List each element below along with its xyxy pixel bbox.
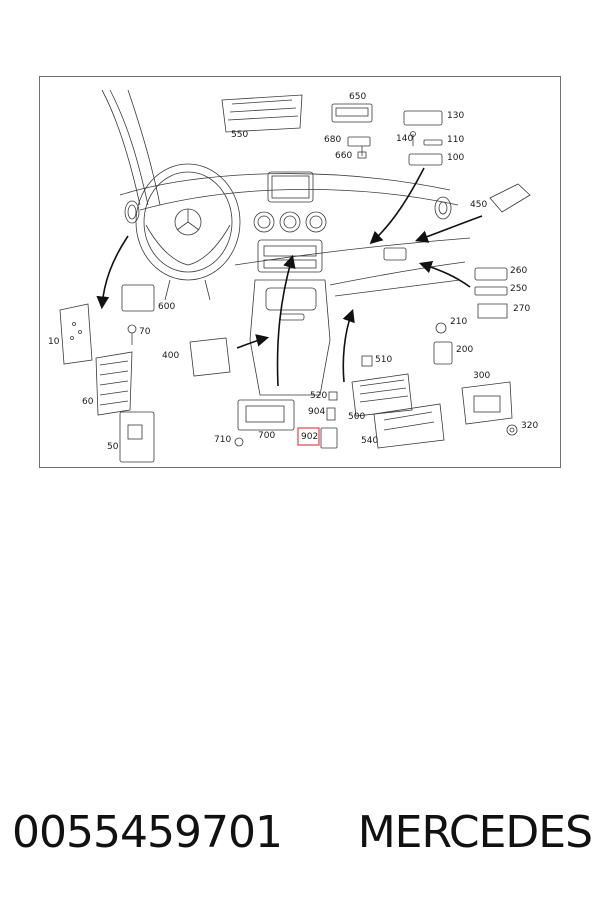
callout-660: 660 <box>335 151 352 161</box>
brand-name: MERCEDES <box>357 806 593 858</box>
callout-450: 450 <box>470 200 487 210</box>
callout-10: 10 <box>48 337 60 347</box>
callout-500: 500 <box>348 412 365 422</box>
callout-600: 600 <box>158 302 175 312</box>
callout-130: 130 <box>447 111 464 121</box>
callout-320: 320 <box>521 421 538 431</box>
dashboard-line-art <box>59 89 531 463</box>
callout-700: 700 <box>258 431 275 441</box>
callout-300: 300 <box>473 371 490 381</box>
callout-110: 110 <box>447 135 464 145</box>
callout-labels: 550 650 130 140 110 680 660 100 450 260 250 270 600 7… <box>48 92 538 452</box>
callout-100: 100 <box>447 153 464 163</box>
callout-140: 140 <box>396 134 413 144</box>
callout-60: 60 <box>82 397 94 407</box>
highlight-box-902 <box>297 427 320 446</box>
callout-510: 510 <box>375 355 392 365</box>
callout-250: 250 <box>510 284 527 294</box>
diagram-arrows <box>96 167 483 387</box>
callout-902: 902 <box>301 432 318 442</box>
callout-650: 650 <box>349 92 366 102</box>
callout-200: 200 <box>456 345 473 355</box>
callout-70: 70 <box>139 327 151 337</box>
callout-50: 50 <box>107 442 119 452</box>
callout-210: 210 <box>450 317 467 327</box>
callout-260: 260 <box>510 266 527 276</box>
callout-710: 710 <box>214 435 231 445</box>
callout-270: 270 <box>513 304 530 314</box>
callout-904: 904 <box>308 407 325 417</box>
callout-520: 520 <box>310 391 327 401</box>
callout-680: 680 <box>324 135 341 145</box>
part-number: 0055459701 <box>12 806 283 858</box>
callout-550: 550 <box>231 130 248 140</box>
callout-400: 400 <box>162 351 179 361</box>
callout-540: 540 <box>361 436 378 446</box>
caption: 0055459701 MERCEDES <box>12 797 593 867</box>
